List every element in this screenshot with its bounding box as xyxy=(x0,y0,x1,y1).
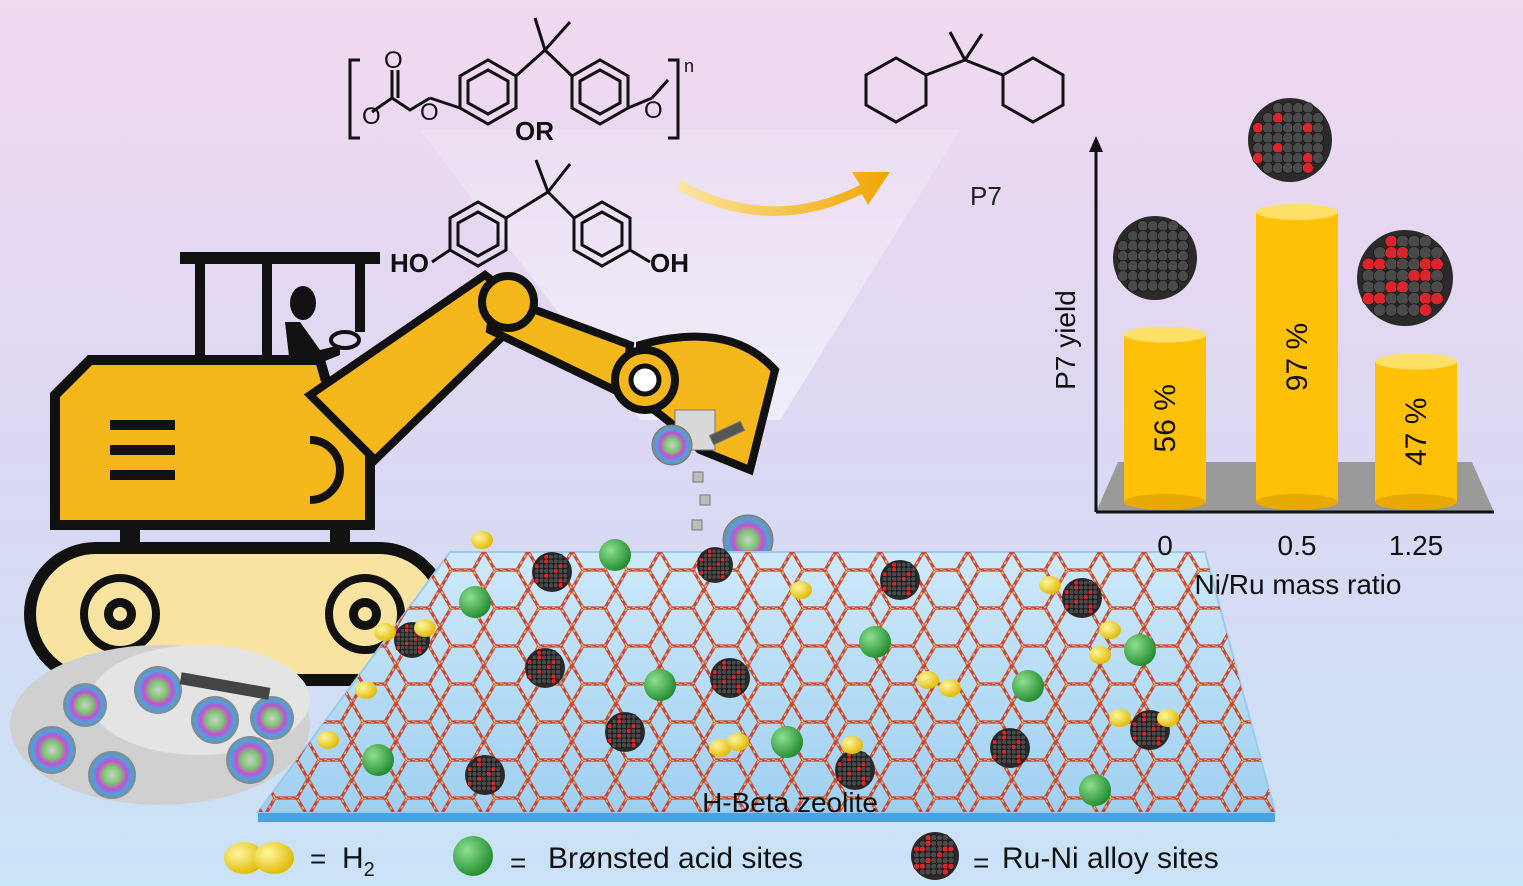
alloy-site-2 xyxy=(1062,578,1102,618)
bar-body xyxy=(1256,212,1338,502)
alloy-site-1 xyxy=(880,560,920,600)
legend: = H2 = Brønsted acid sites = Ru-Ni alloy… xyxy=(224,832,1219,881)
bar-2: 47 % xyxy=(1375,353,1457,510)
plastic-waste-pile xyxy=(10,645,310,805)
alloy-site-11 xyxy=(697,547,733,583)
molecule-bisphenol-a xyxy=(431,159,651,268)
reaction-arrow xyxy=(678,172,890,217)
molecule-polycarbonate xyxy=(348,17,680,140)
acid-site-7 xyxy=(362,744,394,776)
h2-molecule-1 xyxy=(790,581,812,599)
alloy-site-4 xyxy=(525,648,565,688)
legend-h2-icon xyxy=(224,842,294,874)
bar-value-label: 56 % xyxy=(1149,384,1182,452)
oh-label: OH xyxy=(650,248,689,278)
polymer-o-right: O xyxy=(644,97,663,124)
x-tick-label: 0.5 xyxy=(1278,530,1317,561)
x-axis-label: Ni/Ru mass ratio xyxy=(1195,569,1402,600)
h2-molecule-15 xyxy=(1157,709,1179,727)
h2-molecule-2 xyxy=(374,623,396,641)
legend-acid-label: Brønsted acid sites xyxy=(548,842,803,875)
alloy-site-5 xyxy=(710,658,750,698)
polymer-o-carbonyl: O xyxy=(384,47,403,74)
h2-molecule-12 xyxy=(727,733,749,751)
ho-label: HO xyxy=(390,248,429,278)
acid-site-3 xyxy=(859,626,891,658)
legend-alloy-label: Ru-Ni alloy sites xyxy=(1002,842,1219,875)
alloy-site-8 xyxy=(990,728,1030,768)
bar-value-label: 97 % xyxy=(1281,323,1314,391)
h2-molecule-8 xyxy=(939,679,961,697)
polymer-o-left: O xyxy=(362,103,381,130)
acid-site-5 xyxy=(1012,670,1044,702)
h2-molecule-11 xyxy=(709,739,731,757)
polymer-o-mid: O xyxy=(420,99,439,126)
y-axis-label: P7 yield xyxy=(1050,290,1081,390)
acid-site-8 xyxy=(1079,774,1111,806)
h2-molecule-5 xyxy=(1099,621,1121,639)
legend-acid-icon xyxy=(453,836,493,876)
acid-site-2 xyxy=(644,669,676,701)
h2-molecule-14 xyxy=(1109,709,1131,727)
h2-molecule-9 xyxy=(355,681,377,699)
cluster-ni-free xyxy=(1113,216,1197,300)
bar-top xyxy=(1375,353,1457,370)
y-axis-arrow xyxy=(1089,136,1103,152)
acid-site-1 xyxy=(459,586,491,618)
h2-molecule-7 xyxy=(917,671,939,689)
cluster-ruNi-125 xyxy=(1357,230,1453,326)
h2-molecule-4 xyxy=(1039,576,1061,594)
legend-alloy-icon xyxy=(911,832,959,880)
h2-molecule-0 xyxy=(471,531,493,549)
h2-molecule-10 xyxy=(317,731,339,749)
site-particles xyxy=(317,531,1179,806)
bar-body xyxy=(1375,361,1457,502)
bar-body xyxy=(1124,334,1206,502)
alloy-site-9 xyxy=(835,750,875,790)
h2-molecule-3 xyxy=(414,619,436,637)
falling-debris xyxy=(651,409,774,566)
bar-bottom xyxy=(1256,494,1338,510)
bar-1: 97 % xyxy=(1256,204,1338,510)
legend-alloy-eq: = xyxy=(973,847,989,878)
x-tick-label: 1.25 xyxy=(1389,530,1444,561)
bar-top xyxy=(1256,204,1338,220)
legend-h2-label: H2 xyxy=(342,842,375,881)
acid-site-0 xyxy=(599,539,631,571)
h2-molecule-13 xyxy=(841,736,863,754)
legend-h2-eq: = xyxy=(310,843,326,874)
molecule-p7 xyxy=(864,31,1065,124)
bar-0: 56 % xyxy=(1124,326,1206,510)
x-tick-label: 0 xyxy=(1157,530,1173,561)
product-label: P7 xyxy=(970,181,1002,211)
alloy-site-7 xyxy=(605,712,645,752)
bar-bottom xyxy=(1375,494,1457,510)
or-label: OR xyxy=(515,116,554,146)
bar-value-label: 47 % xyxy=(1400,398,1433,466)
polymer-repeat-n: n xyxy=(684,56,694,76)
alloy-site-0 xyxy=(532,552,572,592)
bar-top xyxy=(1124,326,1206,343)
yield-chart: P7 yield Ni/Ru mass ratio 56 % 0 97 % 0.5 47… xyxy=(1050,98,1494,600)
alloy-site-10 xyxy=(465,755,505,795)
bar-bottom xyxy=(1124,494,1206,510)
legend-acid-eq: = xyxy=(510,847,526,878)
acid-site-4 xyxy=(1124,634,1156,666)
bars-group: 56 % 0 97 % 0.5 47 % 1.25 xyxy=(1113,98,1457,561)
acid-site-6 xyxy=(771,726,803,758)
cluster-ruNi-05 xyxy=(1248,98,1332,182)
support-label: H-Beta zeolite xyxy=(702,787,878,818)
h2-molecule-6 xyxy=(1089,646,1111,664)
legend-alloy-cluster xyxy=(911,832,959,880)
